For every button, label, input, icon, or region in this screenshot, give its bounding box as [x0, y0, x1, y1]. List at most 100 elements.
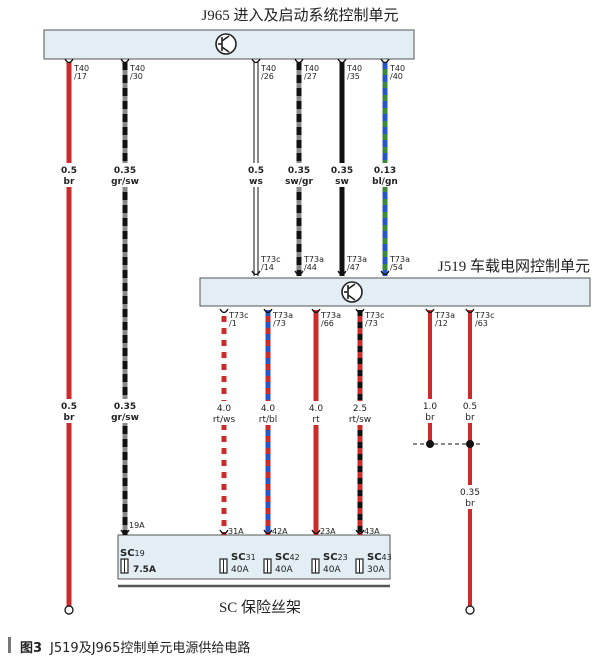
- svg-text:/12: /12: [435, 319, 448, 328]
- svg-text:0.5: 0.5: [61, 402, 77, 412]
- svg-text:ws: ws: [249, 177, 263, 187]
- pin-label: T73a /12: [434, 311, 455, 328]
- svg-text:br: br: [425, 413, 435, 423]
- pin-label: T73a /73: [272, 311, 293, 328]
- wire-label: 0.35 br: [456, 485, 484, 509]
- pin-label: T73a /54: [389, 255, 410, 272]
- pin-connector: [337, 270, 347, 276]
- j519-input-pin-labels: T73c /14 T73a /44 T73a /47 T73a /54: [260, 255, 410, 272]
- svg-text:T73a: T73a: [320, 311, 341, 320]
- pin-connector: [355, 308, 365, 314]
- svg-text:/40: /40: [390, 72, 403, 81]
- svg-text:2.5: 2.5: [353, 404, 367, 414]
- svg-text:/14: /14: [261, 263, 274, 272]
- j965-module: [43, 29, 415, 60]
- figure-number: 图3: [20, 641, 43, 656]
- svg-text:rt: rt: [312, 415, 320, 425]
- j965-pin-labels: T40 /17 T40 /30 T40 /26 T40 /27 T40 /35 …: [73, 64, 405, 81]
- pin-connector: [294, 270, 304, 276]
- wire-label: 0.5 br: [54, 399, 84, 423]
- pin-label: T73a /47: [346, 255, 367, 272]
- svg-text:0.35: 0.35: [460, 488, 480, 498]
- figure-caption-text: J519及J965控制单元电源供给电路: [50, 641, 251, 656]
- svg-text:/73: /73: [273, 319, 286, 328]
- svg-text:br: br: [64, 177, 75, 187]
- pin-label: T73c /73: [364, 311, 384, 328]
- svg-text:T73c: T73c: [228, 311, 248, 320]
- fuse-sc23: SC23 40A: [311, 552, 348, 575]
- sc-fuse-holder: [117, 534, 391, 588]
- splice-node: [466, 440, 474, 448]
- svg-text:7.5A: 7.5A: [133, 565, 156, 575]
- svg-text:T40: T40: [389, 64, 405, 73]
- fuse-sc43: SC43 30A: [355, 552, 392, 575]
- svg-text:/47: /47: [347, 263, 360, 272]
- figure-caption: 图3 J519及J965控制单元电源供给电路: [20, 637, 250, 656]
- svg-text:/17: /17: [74, 72, 87, 81]
- svg-text:40A: 40A: [231, 565, 249, 575]
- j519-title: J519 车载电网控制单元: [438, 258, 590, 275]
- pin-connector: [337, 58, 347, 64]
- j519-module: [199, 277, 591, 307]
- pin-connector: [120, 58, 130, 64]
- wire-label: 2.5 rt/sw: [344, 401, 376, 425]
- svg-text:4.0: 4.0: [261, 404, 276, 414]
- pin-connector: [251, 58, 261, 64]
- pin-label: 23A: [320, 527, 336, 536]
- svg-text:gr/sw: gr/sw: [111, 413, 139, 423]
- svg-text:SC43: SC43: [367, 552, 392, 563]
- pin-connector: [380, 270, 390, 276]
- wire-label: 0.13 bl/gn: [369, 163, 401, 187]
- wire-label: 0.5 br: [459, 399, 481, 423]
- svg-text:4.0: 4.0: [217, 404, 232, 414]
- pin-connector: [219, 308, 229, 314]
- svg-text:SC31: SC31: [231, 552, 256, 563]
- svg-text:1.0: 1.0: [423, 402, 438, 412]
- svg-text:/30: /30: [130, 72, 143, 81]
- pin-label: T40 /27: [303, 64, 319, 81]
- wiring-diagram: J965 进入及启动系统控制单元 J519 车载电网控制单元 SC 保险丝架: [43, 7, 591, 616]
- svg-text:0.5: 0.5: [248, 166, 264, 176]
- wire-label: 0.5 ws: [242, 163, 270, 187]
- pin-label: T40 /40: [389, 64, 405, 81]
- svg-text:0.35: 0.35: [114, 402, 136, 412]
- svg-text:0.5: 0.5: [463, 402, 477, 412]
- svg-text:sw/gr: sw/gr: [285, 177, 313, 187]
- svg-text:T73a: T73a: [303, 255, 324, 264]
- pin-label: T73a /44: [303, 255, 324, 272]
- svg-text:/66: /66: [321, 319, 334, 328]
- svg-text:0.5: 0.5: [61, 166, 77, 176]
- sc-pin-labels: 19A 31A 42A 23A 43A: [129, 521, 380, 536]
- pin-connector: [355, 529, 365, 535]
- svg-text:T73a: T73a: [389, 255, 410, 264]
- pin-connector: [380, 58, 390, 64]
- wire-label: 4.0 rt/bl: [254, 401, 282, 425]
- svg-text:sw: sw: [335, 177, 349, 187]
- terminal-circle: [465, 605, 475, 615]
- pin-connector: [219, 529, 229, 535]
- pin-connector: [64, 58, 74, 64]
- pin-label: T40 /17: [73, 64, 89, 81]
- svg-text:T73c: T73c: [364, 311, 384, 320]
- wire-label: 0.35 gr/sw: [108, 399, 142, 423]
- fuse-sc31: SC31 40A: [219, 552, 256, 575]
- pin-label: 31A: [228, 527, 244, 536]
- pin-connector: [294, 58, 304, 64]
- pin-label: T73c /14: [260, 255, 280, 272]
- wire-label: 0.35 sw/gr: [283, 163, 315, 187]
- svg-text:0.35: 0.35: [288, 166, 310, 176]
- pin-connector: [251, 270, 261, 276]
- pin-label: T40 /35: [346, 64, 362, 81]
- caption-marker: [8, 637, 11, 653]
- j519-transistor-icon: [341, 281, 363, 303]
- pin-label: 19A: [129, 521, 145, 530]
- svg-text:40A: 40A: [323, 565, 341, 575]
- pin-label: 43A: [364, 527, 380, 536]
- pin-connector: [120, 529, 130, 535]
- svg-text:T73a: T73a: [272, 311, 293, 320]
- pin-label: T73a /66: [320, 311, 341, 328]
- svg-text:SC19: SC19: [120, 548, 145, 559]
- svg-text:T40: T40: [73, 64, 89, 73]
- pin-label: T73c /1: [228, 311, 248, 328]
- svg-text:gr/sw: gr/sw: [111, 177, 139, 187]
